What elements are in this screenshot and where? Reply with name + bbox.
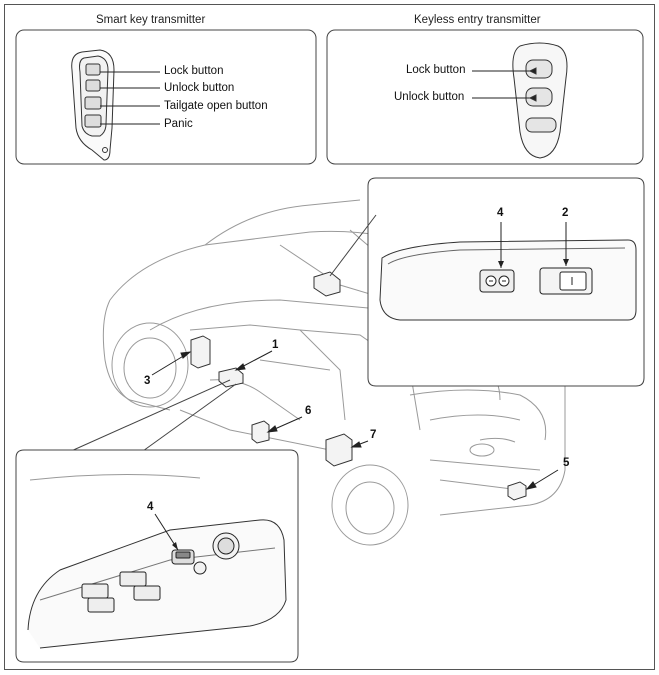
smart-key-panic-label: Panic — [164, 118, 193, 130]
smart-key-fob-drawing — [71, 49, 160, 161]
keyless-fob-drawing — [472, 42, 568, 159]
lower-detail-panel — [15, 379, 299, 663]
callout-6: 6 — [305, 405, 312, 417]
keyless-panel — [326, 29, 644, 165]
keyless-unlock-label: Unlock button — [394, 91, 465, 103]
smart-key-lock-label: Lock button — [164, 65, 224, 77]
callout-1: 1 — [272, 339, 279, 351]
callout-4-top: 4 — [497, 207, 504, 219]
smart-key-panel — [15, 29, 317, 165]
keyless-lock-label: Lock button — [406, 64, 466, 76]
smart-key-unlock-label: Unlock button — [164, 82, 235, 94]
smart-key-header: Smart key transmitter — [96, 14, 206, 26]
keyless-entry-header: Keyless entry transmitter — [414, 14, 541, 26]
callout-3: 3 — [144, 375, 151, 387]
callout-leaders — [151, 350, 559, 490]
upper-detail-panel — [329, 177, 645, 387]
module-boxes — [190, 271, 527, 501]
smart-key-tailgate-label: Tailgate open button — [164, 100, 268, 112]
callout-5: 5 — [563, 457, 570, 469]
outer-frame — [4, 4, 655, 670]
callout-7: 7 — [370, 429, 377, 441]
callout-4-bottom: 4 — [147, 501, 154, 513]
callout-2: 2 — [562, 207, 569, 219]
